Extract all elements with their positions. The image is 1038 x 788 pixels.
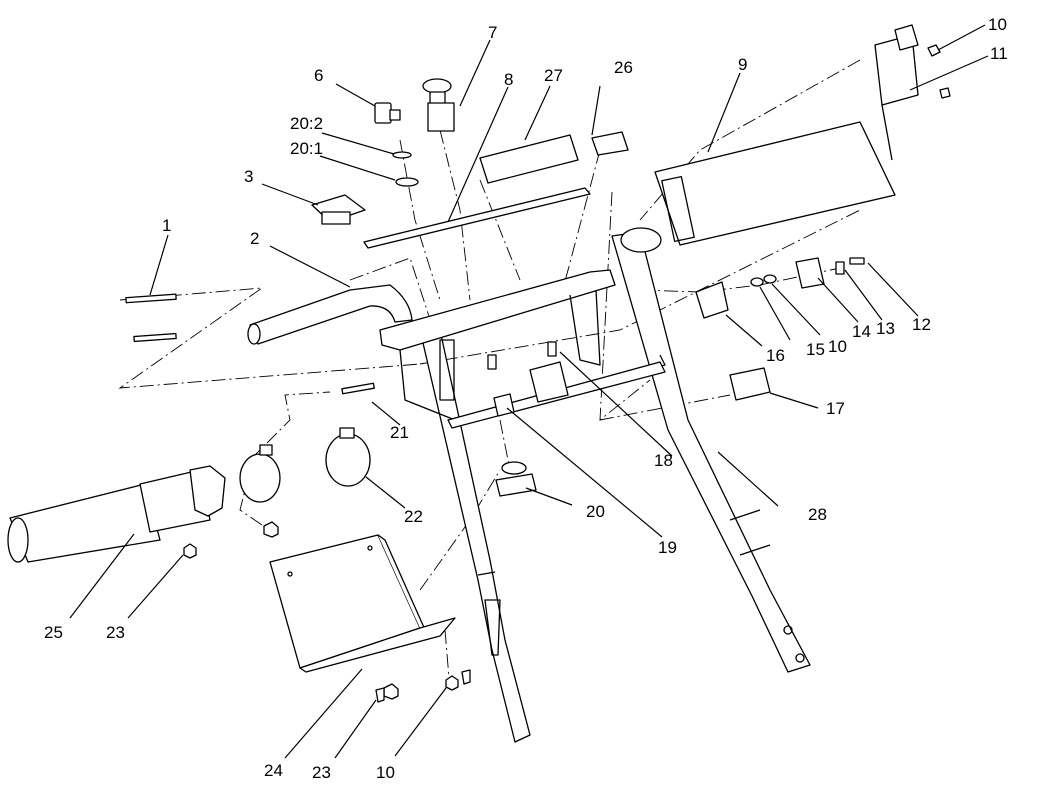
callout-17: 17 [826, 399, 845, 418]
callout-2: 2 [250, 229, 259, 248]
callout-21: 21 [390, 423, 409, 442]
callout-20-1: 20:1 [290, 139, 323, 158]
callout-10-bottom: 10 [376, 763, 395, 782]
part-20-connector [495, 461, 537, 497]
callout-25: 25 [44, 623, 63, 642]
clamp-small [239, 444, 281, 503]
callout-22: 22 [404, 507, 423, 526]
part-19-clip [493, 361, 569, 417]
callout-15: 15 [806, 340, 825, 359]
callout-26: 26 [614, 58, 633, 77]
callout-16: 16 [766, 346, 785, 365]
callout-24: 24 [264, 761, 283, 780]
nuts-bottom [183, 521, 471, 703]
callout-6: 6 [314, 66, 323, 85]
part-28-right-handle [611, 227, 811, 673]
callout-labels: 1 2 3 6 7 8 9 10 10 10 11 12 13 14 15 16… [44, 15, 1008, 782]
part-25-tube [7, 465, 226, 563]
part-24-cover [269, 534, 456, 673]
part-16-bracket [695, 281, 729, 319]
part-24-left-handle [419, 329, 531, 743]
callout-12: 12 [912, 315, 931, 334]
callout-18: 18 [654, 451, 673, 470]
callout-23-left: 23 [106, 623, 125, 642]
part-18-screw [487, 341, 557, 370]
callout-20-2: 20:2 [290, 114, 323, 133]
part-3-switch [311, 194, 366, 225]
callout-19: 19 [658, 538, 677, 557]
leader-lines [69, 24, 989, 759]
callout-23-bottom: 23 [312, 763, 331, 782]
part-26-decal [591, 131, 629, 156]
callout-11: 11 [990, 44, 1008, 63]
part-2-upper-tube [247, 284, 413, 345]
callout-27: 27 [544, 66, 563, 85]
part-1-bolts [125, 293, 177, 343]
part-21-screw [341, 382, 375, 395]
callout-9: 9 [738, 55, 747, 74]
callout-10-top: 10 [988, 15, 1007, 34]
part-27-decal [479, 134, 579, 184]
part-20-washers [392, 151, 419, 187]
part-22-clamp [325, 427, 371, 487]
callout-3: 3 [244, 167, 253, 186]
part-6-key [374, 102, 401, 124]
callout-14: 14 [852, 322, 871, 341]
callout-8: 8 [504, 70, 513, 89]
part-17-relay [729, 367, 771, 401]
part-8-plate [363, 187, 591, 249]
callout-28: 28 [808, 505, 827, 524]
control-panel-bracket [379, 269, 666, 429]
callout-13: 13 [876, 319, 895, 338]
part-9-decal [654, 121, 896, 246]
callout-20: 20 [586, 502, 605, 521]
part-7-knob [422, 78, 455, 132]
callout-10-right: 10 [828, 337, 847, 356]
callout-7: 7 [488, 23, 497, 42]
hardware-right [750, 257, 865, 289]
callout-1: 1 [162, 216, 171, 235]
part-11-lever [874, 24, 951, 161]
